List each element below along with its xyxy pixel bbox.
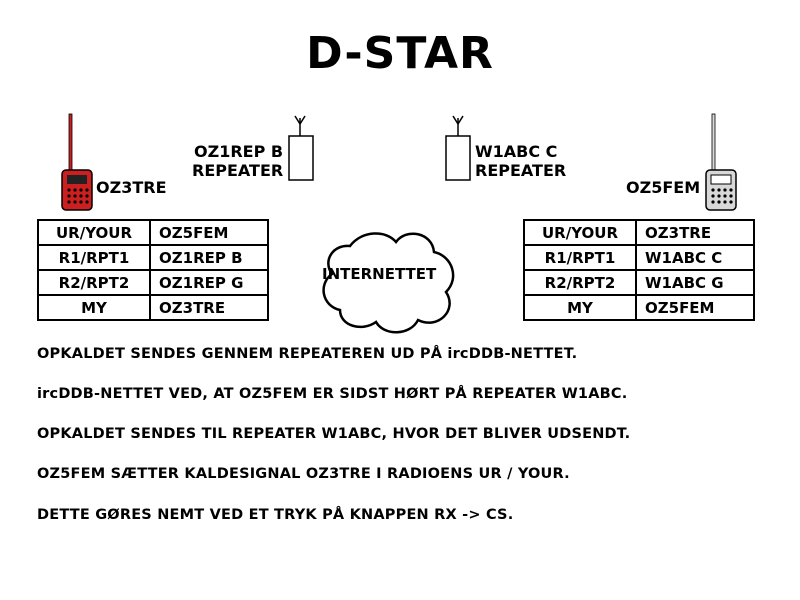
table-row: MY OZ5FEM <box>523 294 755 321</box>
description-line-2: ircDDB-NETTET VED, AT OZ5FEM ER SIDST HØ… <box>37 386 628 402</box>
left-station-callsign: OZ3TRE <box>96 178 167 197</box>
internet-cloud-icon <box>322 232 455 334</box>
table-value: OZ5FEM <box>635 294 755 321</box>
description-line-3: OPKALDET SENDES TIL REPEATER W1ABC, HVOR… <box>37 426 631 442</box>
left-station-config-table: UR/YOUR OZ5FEM R1/RPT1 OZ1REP B R2/RPT2 … <box>37 219 269 321</box>
table-value: OZ1REP G <box>149 269 269 296</box>
table-key: R2/RPT2 <box>523 269 637 296</box>
table-row: R2/RPT2 OZ1REP G <box>37 269 269 296</box>
table-key: R1/RPT1 <box>37 244 151 271</box>
right-repeater-name: W1ABC C <box>475 142 558 161</box>
right-repeater-label: REPEATER <box>475 161 567 180</box>
table-key: R2/RPT2 <box>37 269 151 296</box>
table-value: OZ1REP B <box>149 244 269 271</box>
table-key: UR/YOUR <box>523 219 637 246</box>
handheld-radio-right-icon <box>705 113 737 211</box>
internet-label: INTERNETTET <box>322 265 437 283</box>
right-station-config-table: UR/YOUR OZ3TRE R1/RPT1 W1ABC C R2/RPT2 W… <box>523 219 755 321</box>
table-row: UR/YOUR OZ3TRE <box>523 219 755 246</box>
description-line-5: DETTE GØRES NEMT VED ET TRYK PÅ KNAPPEN … <box>37 507 514 523</box>
table-row: R1/RPT1 OZ1REP B <box>37 244 269 271</box>
table-value: W1ABC G <box>635 269 755 296</box>
table-value: W1ABC C <box>635 244 755 271</box>
right-station-callsign: OZ5FEM <box>626 178 701 197</box>
left-repeater-name: OZ1REP B <box>194 142 284 161</box>
repeater-right-icon <box>445 115 471 181</box>
description-line-1: OPKALDET SENDES GENNEM REPEATEREN UD PÅ … <box>37 346 578 362</box>
table-key: MY <box>37 294 151 321</box>
table-key: R1/RPT1 <box>523 244 637 271</box>
table-value: OZ3TRE <box>635 219 755 246</box>
left-repeater-label: REPEATER <box>192 161 284 180</box>
table-value: OZ3TRE <box>149 294 269 321</box>
handheld-radio-left-icon <box>61 113 93 211</box>
table-row: UR/YOUR OZ5FEM <box>37 219 269 246</box>
table-row: R2/RPT2 W1ABC G <box>523 269 755 296</box>
table-row: MY OZ3TRE <box>37 294 269 321</box>
diagram-title: D-STAR <box>306 28 494 79</box>
description-line-4: OZ5FEM SÆTTER KALDESIGNAL OZ3TRE I RADIO… <box>37 466 570 482</box>
table-key: UR/YOUR <box>37 219 151 246</box>
table-row: R1/RPT1 W1ABC C <box>523 244 755 271</box>
repeater-left-icon <box>288 115 314 181</box>
table-value: OZ5FEM <box>149 219 269 246</box>
table-key: MY <box>523 294 637 321</box>
